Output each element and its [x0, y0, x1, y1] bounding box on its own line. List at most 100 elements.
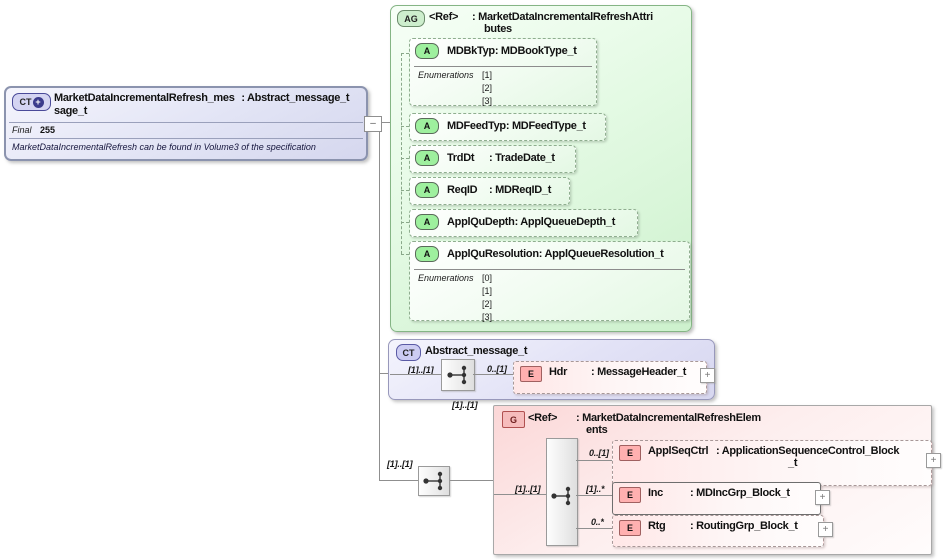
attribute-badge: A	[415, 150, 439, 166]
attribute-badge: A	[415, 214, 439, 230]
enum-value: [1]	[482, 70, 493, 80]
connector-line	[380, 122, 390, 123]
ag-type: : MarketDataIncrementalRefreshAttri bute…	[472, 11, 653, 35]
element-name: ApplSeqCtrl	[648, 445, 709, 457]
connector-line	[379, 122, 380, 481]
attribute-group-box[interactable]: AG <Ref> : MarketDataIncrementalRefreshA…	[390, 5, 692, 332]
attr-tree-line	[401, 53, 402, 254]
enum-value: [3]	[482, 312, 493, 322]
complextype-badge: CT +	[12, 93, 51, 111]
attribute-row: A TrdDt : TradeDate_t	[410, 146, 575, 170]
collapse-icon[interactable]: –	[364, 116, 382, 132]
element-inc[interactable]: E Inc : MDIncGrp_Block_t	[612, 482, 821, 515]
group-type-line1: : MarketDataIncrementalRefreshElem	[576, 412, 761, 424]
sequence-icon[interactable]	[546, 438, 578, 546]
connector-line	[380, 373, 389, 374]
group-type-line2: ents	[586, 424, 608, 436]
divider	[9, 138, 363, 139]
attribute-badge: A	[415, 182, 439, 198]
enumerations-label: Enumerations	[418, 70, 474, 80]
element-rtg[interactable]: E Rtg : RoutingGrp_Block_t	[612, 515, 824, 547]
attributegroup-badge: AG	[397, 10, 425, 27]
occurrence-label: [1]..*	[586, 484, 605, 494]
occurrence-label: [1]..[1]	[515, 484, 541, 494]
ag-type-line2: butes	[484, 23, 512, 35]
connector-line	[448, 480, 493, 481]
attribute-name: ReqID	[447, 184, 478, 196]
connector-line	[576, 528, 612, 529]
element-applseqctrl[interactable]: E ApplSeqCtrl : ApplicationSequenceContr…	[612, 440, 932, 486]
divider	[414, 269, 685, 270]
expand-icon[interactable]: +	[818, 522, 833, 537]
element-type: : RoutingGrp_Block_t	[690, 520, 798, 532]
attr-tree-stub	[401, 190, 409, 191]
attribute-mdbktyp[interactable]: A MDBkTyp : MDBookType_t Enumerations [1…	[409, 38, 597, 106]
element-name: Inc	[648, 487, 663, 499]
divider	[414, 66, 592, 67]
expand-icon[interactable]: +	[815, 490, 830, 505]
connector-line	[494, 494, 546, 495]
element-group-box[interactable]: G <Ref> : MarketDataIncrementalRefreshEl…	[493, 405, 941, 555]
element-type: : ApplicationSequenceControl_Block _t	[716, 445, 899, 469]
enum-value: [2]	[482, 83, 493, 93]
occurrence-label: 0..[1]	[589, 448, 609, 458]
expand-icon[interactable]: +	[926, 453, 941, 468]
attribute-applqudepth[interactable]: A ApplQuDepth : ApplQueueDepth_t	[409, 209, 638, 237]
final-label: Final	[12, 125, 32, 135]
enumerations-label: Enumerations	[418, 273, 474, 283]
attribute-row: A MDFeedTyp : MDFeedType_t	[410, 114, 605, 138]
attribute-reqid[interactable]: A ReqID : MDReqID_t	[409, 177, 570, 205]
root-complextype-box[interactable]: CT + MarketDataIncrementalRefresh_mes : …	[4, 86, 368, 161]
attribute-trddt[interactable]: A TrdDt : TradeDate_t	[409, 145, 576, 173]
element-badge: E	[520, 366, 542, 382]
base-class-box[interactable]: CT Abstract_message_t [1]..[1] 0..[1] E …	[388, 339, 715, 400]
element-name: Hdr	[549, 366, 568, 378]
ag-ref-label: <Ref>	[429, 11, 459, 23]
sequence-icon[interactable]	[441, 359, 475, 391]
final-value: 255	[40, 125, 56, 135]
attribute-row: A ApplQuDepth : ApplQueueDepth_t	[410, 210, 637, 234]
divider	[9, 122, 363, 123]
group-ref-label: <Ref>	[528, 412, 558, 424]
attribute-mdfeedtyp[interactable]: A MDFeedTyp : MDFeedType_t	[409, 113, 606, 141]
attribute-row: A ApplQuResolution : ApplQueueResolution…	[410, 242, 689, 266]
sequence-icon[interactable]	[418, 466, 450, 496]
attribute-type: : ApplQueueResolution_t	[538, 248, 664, 260]
element-badge: E	[619, 520, 641, 536]
connector-line	[473, 374, 513, 375]
occurrence-label: [1]..[1]	[408, 365, 434, 375]
enum-value: [0]	[482, 273, 493, 283]
occurrence-label: [1]..[1]	[452, 400, 478, 410]
attr-tree-stub	[401, 254, 409, 255]
attribute-type: : MDFeedType_t	[505, 120, 586, 132]
enumeration-values: [0] [1] [2] [3]	[482, 272, 492, 324]
element-type: : MessageHeader_t	[591, 366, 687, 378]
sequence-glyph	[447, 365, 467, 385]
element-badge: E	[619, 445, 641, 461]
root-class-basetype: : Abstract_message_t	[241, 92, 350, 104]
attribute-row: A MDBkTyp : MDBookType_t	[410, 39, 596, 63]
element-type-line2: _t	[788, 457, 798, 469]
element-type-line1: : ApplicationSequenceControl_Block	[716, 445, 900, 457]
expand-icon[interactable]: +	[700, 368, 715, 383]
attribute-applquresolution[interactable]: A ApplQuResolution : ApplQueueResolution…	[409, 241, 690, 324]
group-badge: G	[502, 411, 525, 428]
derived-plus-icon: +	[32, 96, 44, 108]
annotation-text: MarketDataIncrementalRefresh can be foun…	[12, 142, 316, 152]
enum-value: [3]	[482, 96, 493, 106]
attribute-name: MDFeedTyp	[447, 120, 506, 132]
root-class-title-line1: MarketDataIncrementalRefresh_mes : Abstr…	[54, 92, 350, 104]
attribute-row: A ReqID : MDReqID_t	[410, 178, 569, 202]
sequence-glyph	[551, 486, 571, 506]
enumeration-values: [1] [2] [3]	[482, 69, 492, 108]
element-hdr[interactable]: E Hdr : MessageHeader_t	[513, 361, 707, 394]
enum-value: [2]	[482, 299, 493, 309]
attribute-type: : ApplQueueDepth_t	[514, 216, 616, 228]
attr-tree-stub	[401, 126, 409, 127]
connector-line	[576, 460, 612, 461]
attribute-type: : MDBookType_t	[494, 45, 577, 57]
attribute-badge: A	[415, 118, 439, 134]
sequence-glyph	[423, 471, 443, 491]
attribute-badge: A	[415, 246, 439, 262]
